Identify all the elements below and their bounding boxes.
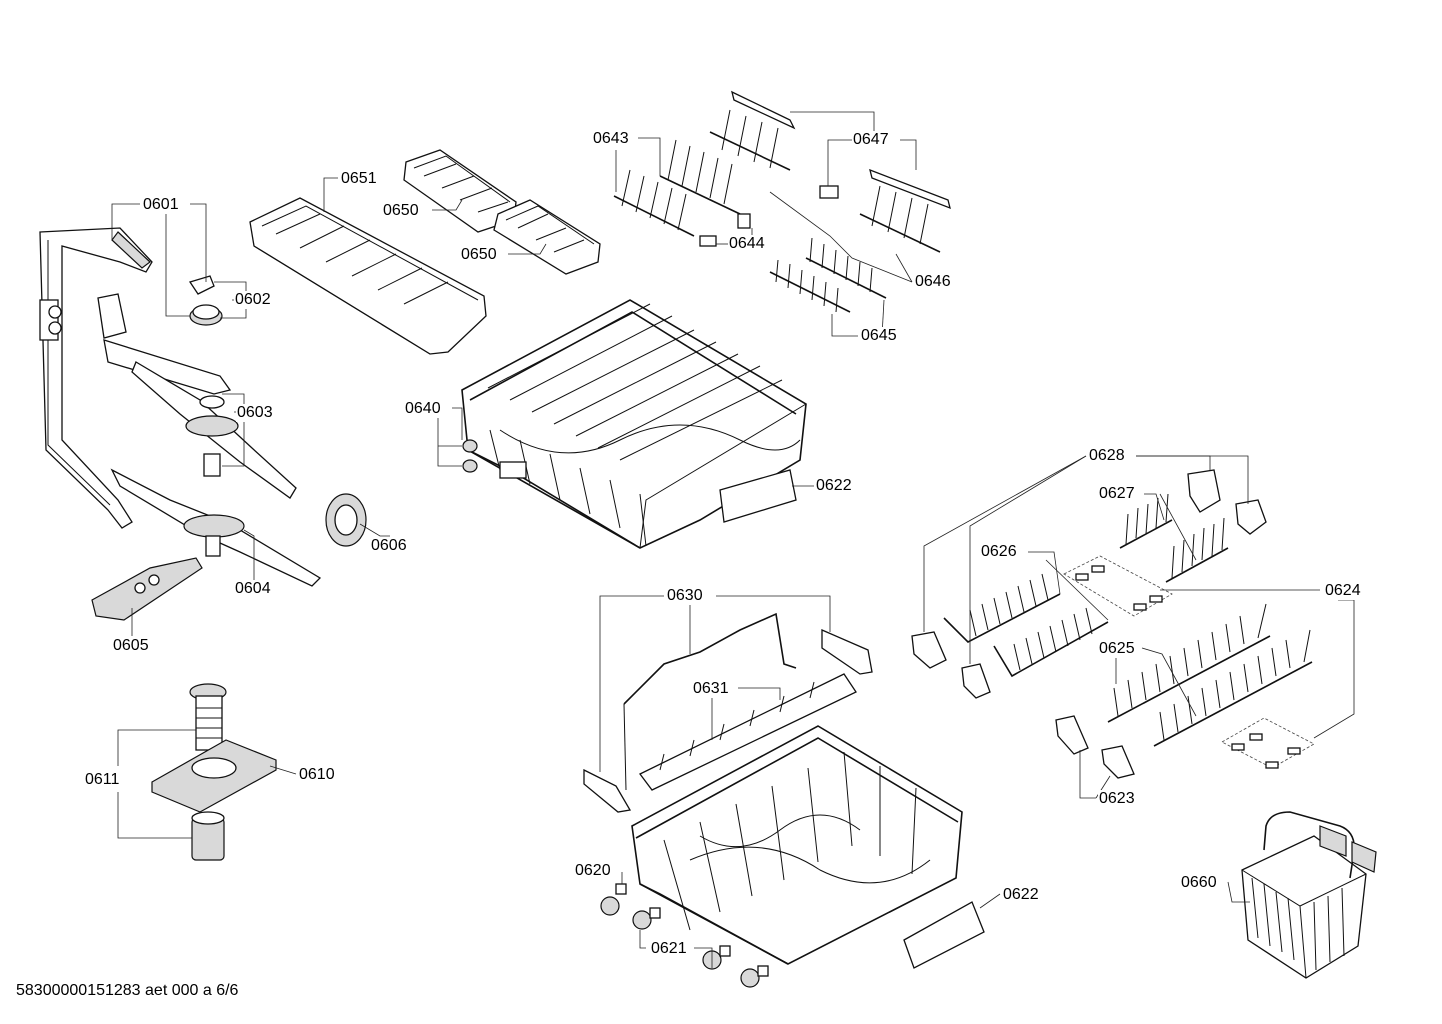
part-0650-cutlery-insert-b — [493, 199, 601, 275]
label-0651: 0651 — [340, 170, 378, 188]
part-0640-upper-basket — [461, 299, 807, 549]
label-0605: 0605 — [112, 637, 150, 655]
label-0628: 0628 — [1088, 447, 1126, 465]
part-0643-tine-rack — [613, 139, 741, 237]
label-0640: 0640 — [404, 400, 442, 418]
label-0606: 0606 — [370, 537, 408, 555]
label-0645: 0645 — [860, 327, 898, 345]
label-0626: 0626 — [980, 543, 1018, 561]
part-0631-tine-row — [639, 673, 857, 791]
label-0623: 0623 — [1098, 790, 1136, 808]
label-0610: 0610 — [298, 766, 336, 784]
leader-lines — [111, 111, 1355, 968]
label-0650-b: 0650 — [460, 246, 498, 264]
label-0611: 0611 — [84, 771, 121, 789]
part-0660-cutlery-basket — [1241, 811, 1377, 979]
part-0605-filter-cover — [91, 557, 203, 621]
label-0631: 0631 — [692, 680, 730, 698]
label-0644: 0644 — [728, 235, 766, 253]
part-0626-tine-rows — [943, 573, 1109, 678]
part-0604-lower-spray-arm — [110, 468, 322, 587]
part-0651-cutlery-drawer — [249, 197, 487, 355]
label-0627: 0627 — [1098, 485, 1136, 503]
label-0622-upper: 0622 — [815, 477, 853, 495]
label-0630: 0630 — [666, 587, 704, 605]
label-0604: 0604 — [234, 580, 272, 598]
part-0628-holders — [911, 469, 1267, 699]
part-0644-clip — [699, 213, 751, 247]
part-0606-disc — [325, 493, 367, 547]
part-0622-lower-panel — [903, 901, 985, 969]
label-0643: 0643 — [592, 130, 630, 148]
part-0625-tine-rows — [1107, 603, 1313, 747]
label-0603: 0603 — [236, 404, 274, 422]
document-id: 58300000151283 aet 000 a 6/6 — [16, 982, 239, 999]
part-0620-0621-wheels — [600, 883, 769, 988]
label-0647: 0647 — [852, 131, 890, 149]
part-0623-holders — [1055, 715, 1135, 779]
part-0601-supply-pipe — [39, 227, 153, 529]
label-0621: 0621 — [650, 940, 688, 958]
part-0603-upper-spray-arm — [97, 293, 297, 499]
part-0602-nozzle — [188, 275, 223, 326]
part-0627-tine-rows — [1119, 493, 1229, 583]
part-0622-upper-panel — [719, 469, 797, 523]
label-0625: 0625 — [1098, 640, 1136, 658]
part-0630-wire-rack — [583, 612, 873, 813]
label-0622-lower: 0622 — [1002, 886, 1040, 904]
part-0645-tine-rack — [769, 237, 887, 313]
part-lower-basket — [631, 725, 963, 965]
part-0624-clip-sets — [1063, 555, 1315, 769]
label-0601: 0601 — [142, 196, 180, 214]
label-0602: 0602 — [234, 291, 272, 309]
label-0650-a: 0650 — [382, 202, 420, 220]
label-0620: 0620 — [574, 862, 612, 880]
part-0647-tine-rack — [709, 90, 951, 253]
part-0610-0611-filter — [151, 683, 277, 861]
label-0624: 0624 — [1324, 582, 1362, 600]
label-0660: 0660 — [1180, 874, 1218, 892]
label-0646: 0646 — [914, 273, 952, 291]
